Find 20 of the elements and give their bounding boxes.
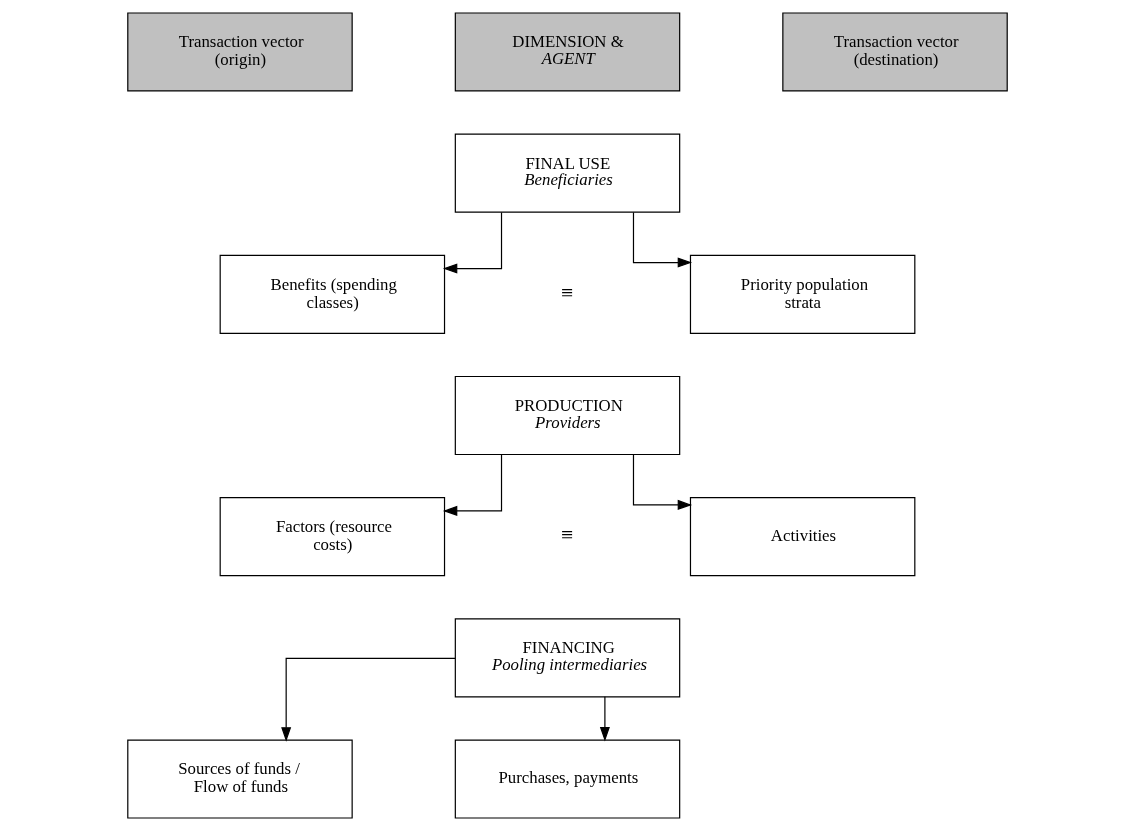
node-box: Transaction vector (destination)	[781, 12, 1008, 92]
node-box: Purchases, payments	[454, 739, 680, 819]
node-box: Benefits (spending classes)	[219, 254, 445, 334]
arrow	[442, 211, 502, 274]
node-box: FINANCING Pooling intermediaries	[454, 618, 680, 698]
arrow	[442, 454, 502, 516]
node-box: Transaction vector (origin)	[126, 12, 353, 92]
node-box: DIMENSION & AGENT	[454, 12, 680, 92]
label: ≡	[560, 280, 573, 305]
node-box: Activities	[689, 497, 915, 577]
label: ≡	[560, 522, 573, 547]
node-box: PRODUCTION Providers	[454, 375, 680, 456]
node-box: FINAL USE Beneficiaries	[454, 133, 680, 213]
arrow	[632, 212, 692, 268]
arrow	[280, 657, 456, 742]
arrow	[599, 696, 610, 742]
node-box: Factors (resource costs)	[219, 497, 445, 577]
arrow	[632, 454, 692, 510]
node-box: Sources of funds / Flow of funds	[126, 739, 353, 819]
node-box: Priority population strata	[689, 254, 915, 334]
